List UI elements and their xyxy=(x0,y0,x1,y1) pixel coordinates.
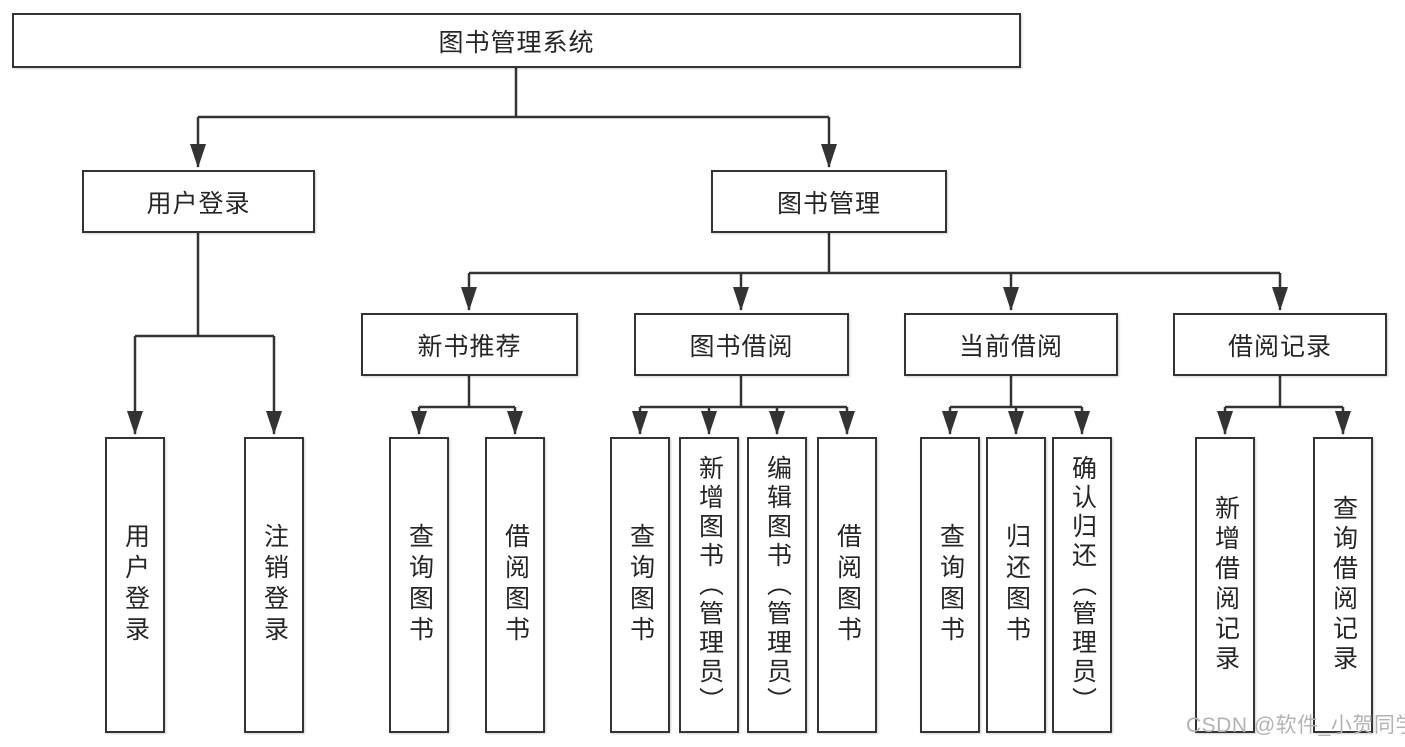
leaf-label: 归还图书 xyxy=(1002,523,1031,647)
leaf-query-borrow-record: 查询借阅记录 xyxy=(1313,437,1373,733)
connector-arrows xyxy=(127,117,1351,435)
leaf-label: 确认归还（管理员） xyxy=(1068,454,1097,716)
leaf-label: 新增图书（管理员） xyxy=(695,454,724,716)
node-new-book-recommend: 新书推荐 xyxy=(361,313,578,376)
node-library-management-system: 图书管理系统 xyxy=(12,13,1021,68)
leaf-add-book-admin: 新增图书（管理员） xyxy=(679,437,739,733)
leaf-logout: 注销登录 xyxy=(244,437,304,733)
leaf-label: 查询图书 xyxy=(405,523,434,647)
leaf-user-login: 用户登录 xyxy=(105,437,165,733)
leaf-label: 编辑图书（管理员） xyxy=(763,454,792,716)
leaf-label: 借阅图书 xyxy=(501,523,530,647)
watermark: CSDN @软件_小贺同学 xyxy=(1186,714,1405,737)
node-book-management: 图书管理 xyxy=(711,170,947,233)
node-label: 图书借阅 xyxy=(689,332,794,361)
node-current-borrowing: 当前借阅 xyxy=(904,313,1118,376)
leaf-borrow-books-recommend: 借阅图书 xyxy=(485,437,545,733)
leaf-label: 用户登录 xyxy=(121,523,150,647)
leaf-label: 注销登录 xyxy=(260,523,289,647)
leaf-query-books-borrow: 查询图书 xyxy=(610,437,670,733)
leaf-label: 借阅图书 xyxy=(833,523,862,647)
leaf-label: 查询图书 xyxy=(936,523,965,647)
leaf-edit-book-admin: 编辑图书（管理员） xyxy=(747,437,807,733)
leaf-query-books-recommend: 查询图书 xyxy=(389,437,449,733)
leaf-borrow-books: 借阅图书 xyxy=(817,437,877,733)
leaf-confirm-return-admin: 确认归还（管理员） xyxy=(1052,437,1112,733)
leaf-label: 查询借阅记录 xyxy=(1329,495,1358,675)
node-label: 用户登录 xyxy=(146,189,251,218)
leaf-return-books: 归还图书 xyxy=(986,437,1046,733)
node-label: 当前借阅 xyxy=(958,332,1063,361)
leaf-label: 新增借阅记录 xyxy=(1211,495,1240,675)
leaf-query-books-current: 查询图书 xyxy=(920,437,980,733)
node-book-borrowing: 图书借阅 xyxy=(634,313,849,376)
leaf-add-borrow-record: 新增借阅记录 xyxy=(1195,437,1255,733)
node-user-login: 用户登录 xyxy=(82,170,315,233)
node-borrowing-records: 借阅记录 xyxy=(1173,313,1387,376)
node-label: 图书管理系统 xyxy=(438,28,595,57)
node-label: 借阅记录 xyxy=(1227,332,1332,361)
node-label: 新书推荐 xyxy=(417,332,522,361)
node-label: 图书管理 xyxy=(776,189,881,218)
leaf-label: 查询图书 xyxy=(626,523,655,647)
